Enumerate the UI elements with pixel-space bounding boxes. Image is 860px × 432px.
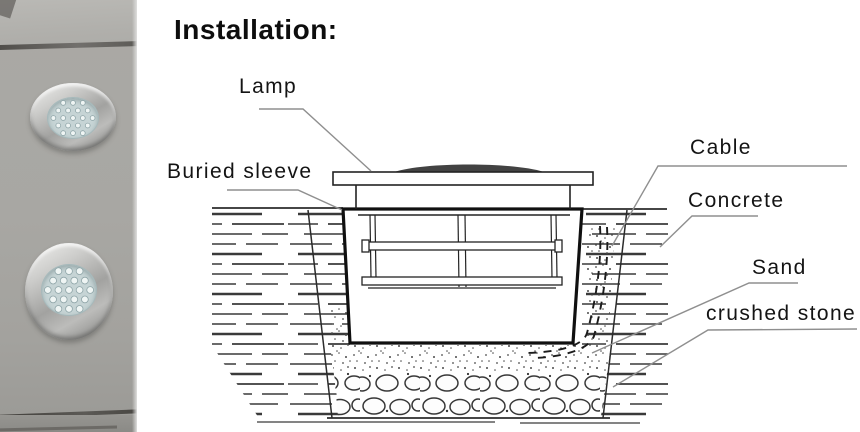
led-face [41, 264, 97, 316]
lamp-flange [332, 171, 594, 186]
label-sand: Sand [752, 256, 807, 279]
label-cable: Cable [690, 136, 752, 159]
crushed-stone-fill [334, 372, 607, 417]
crushed-stone-leader-line [612, 328, 858, 388]
trench-wall-line [602, 209, 628, 419]
trench-wall-line [307, 209, 333, 419]
label-buried-sleeve: Buried sleeve [167, 160, 313, 183]
cable-dashed-line [526, 225, 609, 359]
label-lamp: Lamp [239, 75, 298, 98]
led-array [50, 100, 96, 136]
ground-hatch-left [212, 208, 350, 420]
pavement-top-slab [0, 0, 137, 46]
inground-light-photo [30, 83, 116, 151]
cable-leader-line [611, 165, 847, 247]
label-crushed-stone: crushed stone [706, 302, 857, 325]
buried-sleeve-outline [341, 207, 584, 345]
inground-light-photo [25, 243, 113, 340]
diagram-title: Installation: [174, 14, 338, 45]
buried-sleeve-leader-line [227, 189, 343, 211]
concrete-leader-line [659, 215, 758, 248]
pavement-photo [0, 0, 137, 432]
led-array [44, 267, 94, 313]
lamp-leader-line [259, 108, 372, 172]
led-face [47, 97, 99, 139]
lamp-glass-dome [394, 164, 544, 172]
sand-leader-line [591, 282, 798, 354]
lamp-neck [355, 185, 571, 209]
photo-edge-highlight [132, 0, 137, 432]
lamp-inner-frame [358, 214, 570, 289]
label-concrete: Concrete [688, 189, 785, 212]
